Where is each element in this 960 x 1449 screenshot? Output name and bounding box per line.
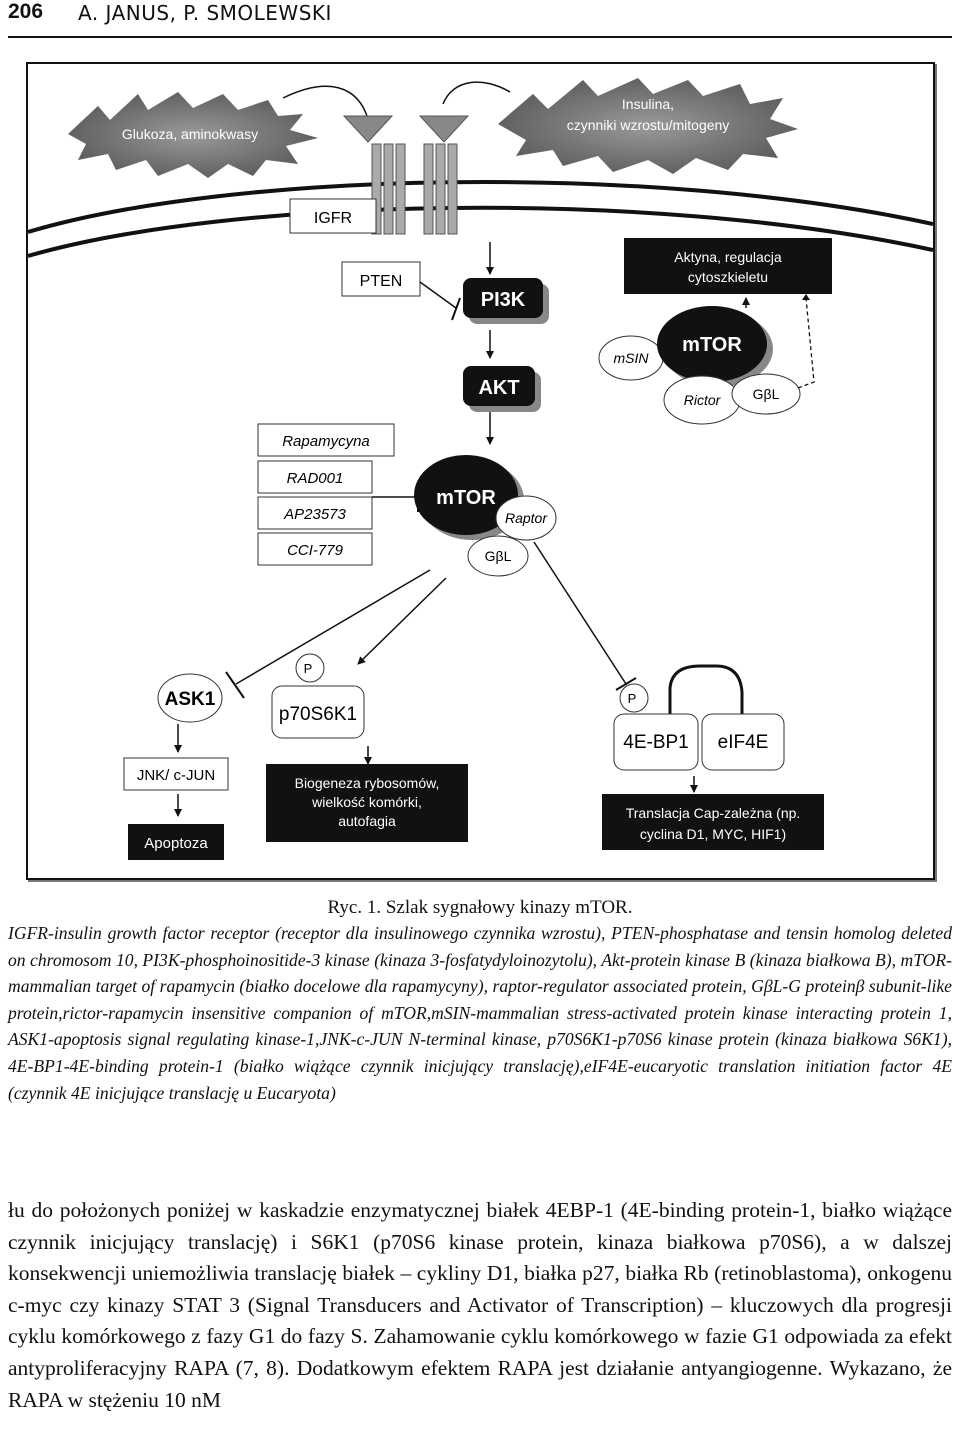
mtor-pathway-figure: Glukoza, aminokwasy Insulina, czynniki w…	[26, 62, 935, 880]
mtor2-ellipse	[657, 306, 767, 382]
phospho-circle-2	[619, 683, 649, 713]
4ebp1-box	[613, 713, 699, 771]
rad001-box	[257, 460, 373, 494]
akt-label: AKT	[478, 377, 519, 399]
ask1-ellipse	[157, 673, 223, 723]
pi3k-box	[463, 278, 543, 318]
insulin-arrowhead	[418, 115, 470, 143]
glucose-arrow	[282, 85, 369, 120]
4ebp1-inhibit-bar	[615, 677, 637, 691]
cci779-label: CCI-779	[287, 542, 344, 559]
insulin-label-2: czynniki wzrostu/mitogeny	[567, 117, 730, 133]
apoptoza-label: Apoptoza	[144, 835, 208, 852]
igfr-box	[289, 198, 377, 234]
translacja-box	[602, 794, 824, 850]
rictor-label: Rictor	[684, 392, 722, 408]
biogeneza-label-3: autofagia	[338, 813, 396, 829]
rad001-label: RAD001	[287, 470, 344, 487]
insulin-burst: Insulina, czynniki wzrostu/mitogeny	[498, 78, 798, 174]
aktyna-box	[624, 238, 832, 294]
cci779-box	[257, 532, 373, 566]
ask1-inhibit-bar	[225, 671, 245, 699]
biogeneza-box	[266, 764, 468, 842]
eif4e-box	[701, 713, 785, 771]
akt-box	[463, 366, 535, 406]
body-paragraph: łu do położonych poniżej w kaskadzie enz…	[8, 1198, 952, 1412]
gbl2-ellipse	[731, 373, 801, 415]
ask1-label: ASK1	[165, 689, 216, 710]
mtor1-to-ask1-line	[235, 569, 431, 685]
mtor1-ellipse	[414, 455, 518, 535]
mtor1-label: mTOR	[436, 487, 496, 509]
pten-label: PTEN	[360, 273, 403, 290]
gbl1-ellipse	[467, 535, 529, 577]
phospho-label-1: P	[304, 661, 313, 676]
pi3k-label: PI3K	[481, 289, 526, 311]
p70s6k1-box	[271, 685, 365, 739]
mtor1-to-p70-arrow	[357, 577, 447, 665]
p70s6k1-label: p70S6K1	[279, 704, 357, 725]
msin-label: mSIN	[614, 350, 650, 366]
aktyna-label-2: cytoszkieletu	[688, 269, 768, 285]
jnk-label: JNK/ c-JUN	[137, 767, 215, 784]
rapamycyna-box	[257, 423, 395, 457]
translacja-label-2: cyclina D1, MYC, HIF1)	[640, 826, 786, 842]
binding-loop	[668, 664, 744, 718]
glucose-label: Glukoza, aminokwasy	[122, 126, 258, 142]
biogeneza-label-2: wielkość komórki,	[311, 794, 422, 810]
phospho-circle-1	[295, 653, 325, 683]
ap23573-label: AP23573	[283, 506, 346, 523]
insulin-label-1: Insulina,	[622, 96, 674, 112]
running-head-authors: A. JANUS, P. SMOLEWSKI	[78, 1, 332, 25]
raptor-ellipse	[495, 495, 557, 541]
raptor-label: Raptor	[505, 510, 548, 526]
mtor1-to-4ebp1-line	[533, 541, 627, 685]
figure-caption-title: Ryc. 1. Szlak sygnałowy kinazy mTOR.	[327, 897, 633, 918]
page-number: 206	[8, 0, 44, 23]
phospho-label-2: P	[628, 691, 637, 706]
receptor-channels	[371, 143, 458, 235]
pten-inhibit-line	[419, 281, 457, 309]
figure-caption-text: IGFR-insulin growth factor receptor (rec…	[8, 923, 952, 1103]
glucose-burst: Glukoza, aminokwasy	[68, 92, 318, 178]
ap23573-box	[257, 496, 373, 530]
translacja-label-1: Translacja Cap-zależna (np.	[626, 805, 801, 821]
gbl1-label: GβL	[485, 548, 512, 564]
mtor2-to-aktyna-dashed	[797, 297, 815, 389]
glucose-arrowhead	[342, 115, 394, 143]
apoptoza-box	[128, 824, 224, 860]
jnk-box	[123, 757, 229, 791]
rapamycyna-label: Rapamycyna	[282, 433, 370, 450]
page-header: 206 A. JANUS, P. SMOLEWSKI	[8, 0, 952, 38]
pten-box	[341, 261, 421, 297]
gbl2-label: GβL	[753, 386, 780, 402]
4ebp1-label: 4E-BP1	[623, 732, 688, 753]
igfr-label: IGFR	[314, 210, 352, 227]
pten-inhibit-bar	[451, 297, 461, 321]
biogeneza-label-1: Biogeneza rybosomów,	[295, 775, 440, 791]
mtor2-label: mTOR	[682, 334, 742, 356]
insulin-arrow	[442, 81, 511, 105]
dashed-arrowhead	[802, 294, 810, 300]
aktyna-label-1: Aktyna, regulacja	[674, 249, 782, 265]
eif4e-label: eIF4E	[718, 732, 769, 753]
